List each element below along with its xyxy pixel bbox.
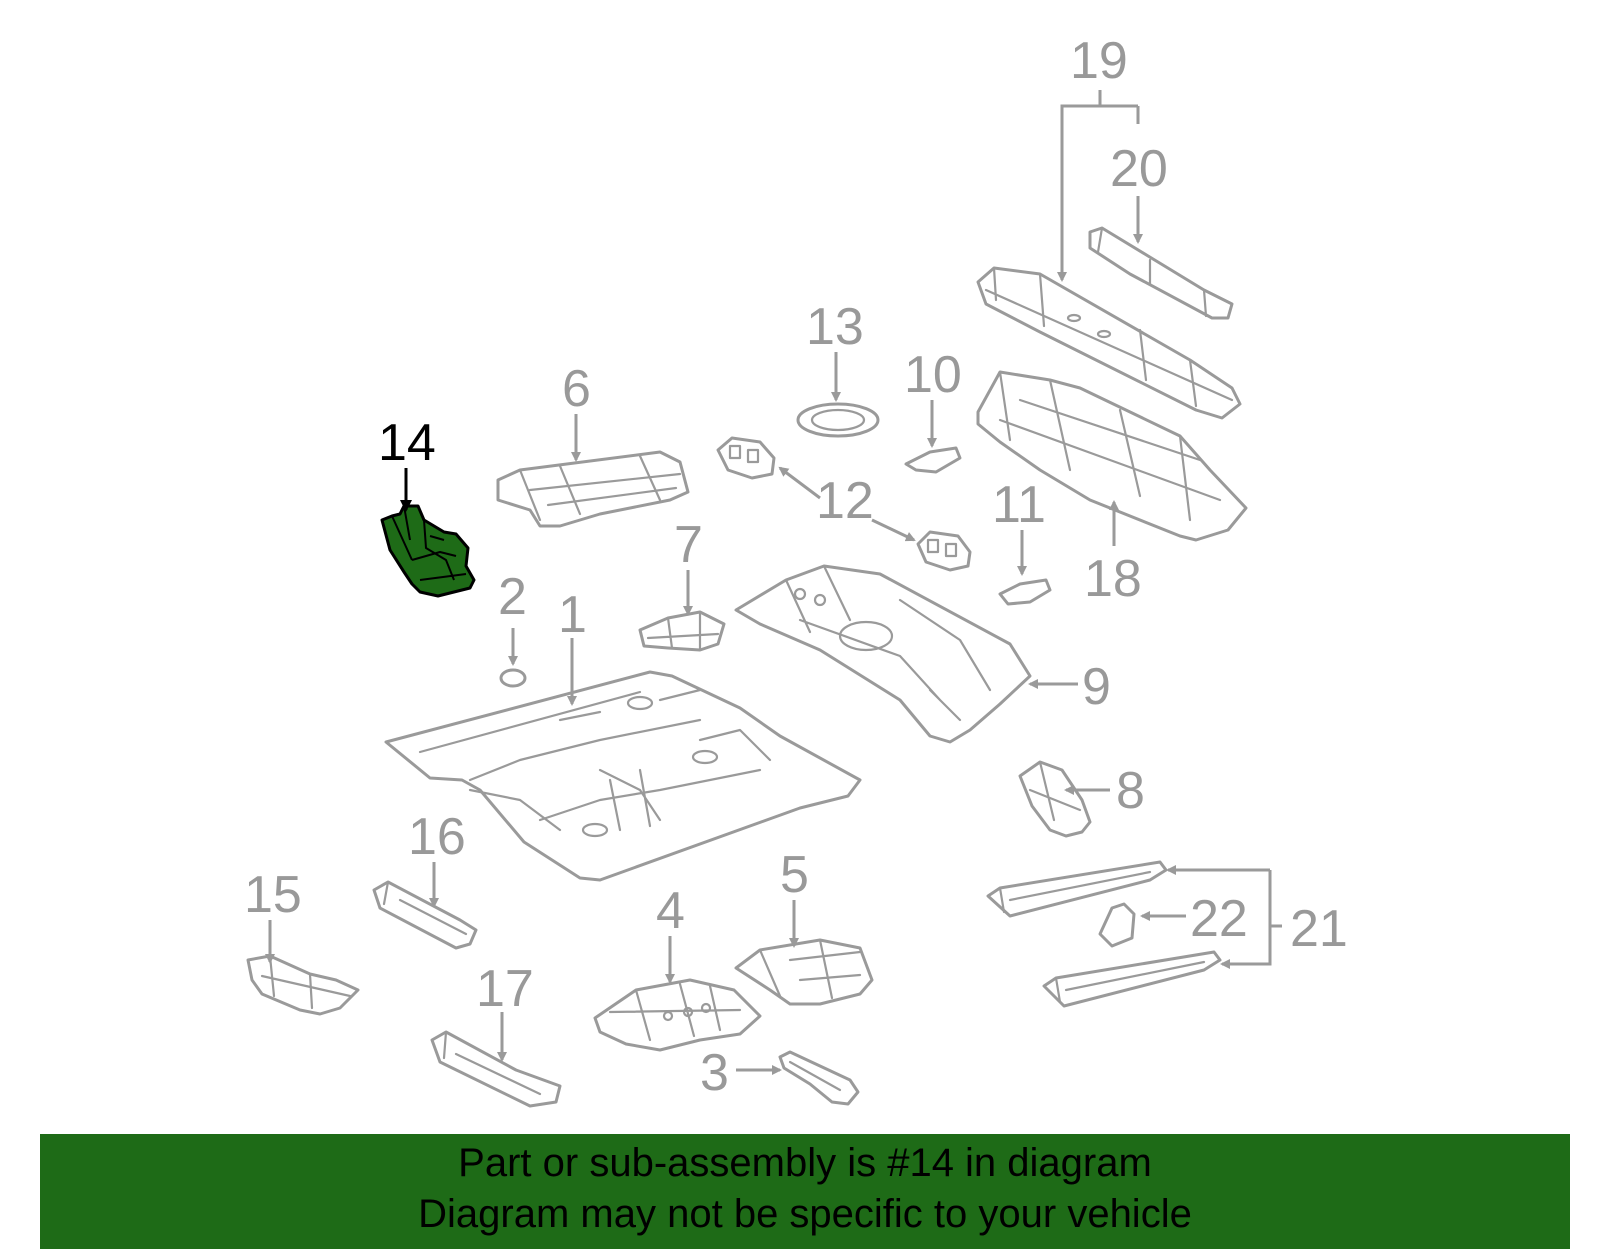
callout-9: 9 [1082, 658, 1111, 716]
callout-4: 4 [656, 882, 685, 940]
part-19-crossmember[interactable] [976, 266, 1242, 420]
callout-7: 7 [674, 516, 703, 574]
callout-14: 14 [378, 414, 436, 472]
callout-12: 12 [816, 472, 874, 530]
callout-21: 21 [1290, 900, 1348, 958]
callout-19: 19 [1070, 32, 1128, 90]
part-20-reinforcement[interactable] [1088, 226, 1234, 320]
callout-8: 8 [1116, 762, 1145, 820]
part-18-rear-floor-panel[interactable] [976, 370, 1248, 542]
callout-22: 22 [1190, 890, 1248, 948]
part-2-plug[interactable] [499, 668, 527, 688]
part-7-bracket[interactable] [638, 610, 726, 652]
callout-3: 3 [700, 1044, 729, 1102]
part-14-highlighted-bracket[interactable] [380, 504, 476, 598]
part-22-bracket[interactable] [1098, 902, 1136, 948]
part-15-bracket[interactable] [246, 954, 360, 1016]
callout-16: 16 [408, 808, 466, 866]
part-6-panel[interactable] [496, 450, 690, 528]
part-10-bracket[interactable] [904, 446, 962, 474]
part-8-bracket[interactable] [1018, 760, 1092, 838]
part-12-bracket-lower[interactable] [916, 530, 972, 572]
part-17-rail[interactable] [430, 1030, 562, 1108]
part-1-floor-pan[interactable] [384, 670, 862, 882]
callout-5: 5 [780, 846, 809, 904]
callout-15: 15 [244, 866, 302, 924]
callout-labels: 1 2 3 4 5 6 7 8 9 10 11 12 13 14 15 16 1… [244, 32, 1348, 1102]
part-9-rear-floor-pan[interactable] [734, 564, 1032, 744]
callout-1: 1 [558, 586, 587, 644]
part-4-crossmember[interactable] [593, 978, 762, 1052]
info-banner: Part or sub-assembly is #14 in diagram D… [40, 1134, 1570, 1249]
part-5-bracket[interactable] [734, 938, 874, 1006]
part-11-bracket[interactable] [998, 578, 1052, 606]
callout-6: 6 [562, 360, 591, 418]
callout-18: 18 [1084, 550, 1142, 608]
banner-line-1: Part or sub-assembly is #14 in diagram [458, 1141, 1152, 1185]
banner-line-2: Diagram may not be specific to your vehi… [418, 1192, 1192, 1236]
callout-13: 13 [806, 298, 864, 356]
part-16-rail[interactable] [372, 880, 478, 950]
callout-17: 17 [476, 960, 534, 1018]
part-21-rocker-upper[interactable] [986, 860, 1168, 918]
callout-20: 20 [1110, 140, 1168, 198]
callout-10: 10 [904, 346, 962, 404]
part-21-rocker-lower[interactable] [1042, 950, 1222, 1008]
leader-lines [265, 90, 1282, 1075]
callout-11: 11 [992, 476, 1046, 534]
callout-2: 2 [498, 568, 527, 626]
part-13-cover[interactable] [796, 402, 880, 438]
part-3-bracket[interactable] [778, 1050, 860, 1106]
part-12-bracket-upper[interactable] [716, 436, 776, 480]
